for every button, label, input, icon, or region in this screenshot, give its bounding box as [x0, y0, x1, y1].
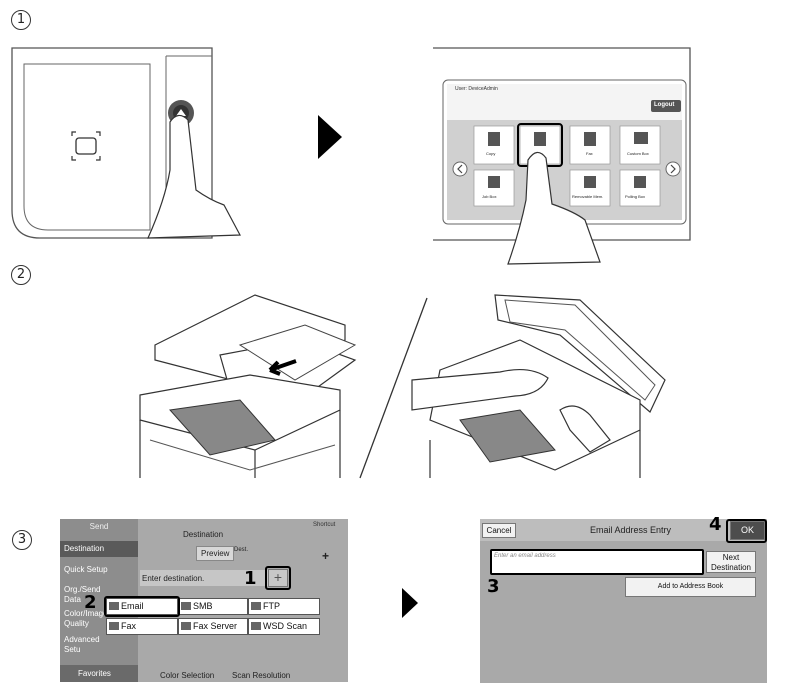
home-logout-button[interactable]: Logout: [654, 102, 675, 108]
ok-button[interactable]: OK: [730, 521, 765, 540]
email-entry-panel: Cancel Email Address Entry OK Enter an e…: [480, 519, 767, 683]
dest-label: Dest.: [234, 547, 249, 553]
menu-org-send-data[interactable]: Org./Send Data: [64, 585, 101, 604]
email-entry-title: Email Address Entry: [590, 525, 672, 535]
smb-icon: [181, 602, 191, 610]
color-selection-button[interactable]: Color Selection: [160, 671, 215, 680]
callout-2: 2: [84, 592, 97, 613]
step-number-3: 3: [12, 530, 32, 550]
add-shortcut-icon[interactable]: +: [322, 549, 330, 563]
next-destination-button[interactable]: Next Destination: [706, 551, 756, 573]
enter-destination-label: Enter destination.: [142, 574, 205, 583]
menu-send: Send: [89, 522, 109, 531]
ok-highlight: [726, 519, 767, 543]
tile-copy[interactable]: Copy: [486, 151, 496, 156]
send-screen-panel: Send Destination Quick Setup Org./Send D…: [60, 519, 348, 682]
menu-favorites[interactable]: Favorites: [60, 665, 138, 682]
wsd-scan-icon: [251, 622, 261, 630]
step-number-1: 1: [11, 10, 31, 30]
preview-button[interactable]: Preview: [196, 546, 235, 561]
tile-removable-memory[interactable]: Removable Mem.: [572, 194, 604, 199]
fax-icon: [109, 622, 119, 630]
scan-resolution-button[interactable]: Scan Resolution: [232, 671, 291, 680]
option-wsd-scan[interactable]: WSD Scan: [248, 618, 320, 635]
tile-custom-box[interactable]: Custom Box: [627, 151, 649, 156]
option-ftp[interactable]: FTP: [248, 598, 320, 615]
tile-polling-box[interactable]: Polling Box: [625, 194, 646, 199]
email-address-input[interactable]: Enter an email address: [494, 553, 556, 559]
email-highlight: [104, 596, 180, 617]
menu-advanced-setup[interactable]: Advanced Setu: [64, 635, 100, 654]
fax-server-icon: [181, 622, 191, 630]
menu-quick-setup[interactable]: Quick Setup: [64, 565, 108, 574]
destination-heading: Destination: [183, 530, 224, 539]
plus-highlight: [265, 566, 291, 590]
email-icon: [109, 602, 119, 610]
email-entry-topbar: [480, 519, 767, 541]
option-fax-server[interactable]: Fax Server: [178, 618, 248, 635]
callout-3: 3: [487, 576, 500, 597]
option-email[interactable]: Email: [106, 598, 178, 615]
ftp-icon: [251, 602, 261, 610]
add-to-address-book-button[interactable]: Add to Address Book: [625, 577, 756, 597]
step-number-2: 2: [11, 265, 31, 285]
step1-arrow-icon: [318, 115, 342, 159]
option-fax[interactable]: Fax: [106, 618, 178, 635]
step3-arrow-icon: [402, 588, 418, 618]
option-smb[interactable]: SMB: [178, 598, 248, 615]
menu-color-image-quality[interactable]: Color/Image Quality: [64, 609, 108, 628]
home-user-label: User: DeviceAdmin: [455, 86, 498, 92]
add-destination-plus-icon[interactable]: +: [268, 569, 288, 587]
callout-4: 4: [709, 514, 722, 535]
menu-destination[interactable]: Destination: [60, 541, 138, 557]
callout-1: 1: [244, 568, 257, 589]
shortcut-label: Shortcut: [313, 522, 336, 528]
cancel-button[interactable]: Cancel: [482, 523, 516, 538]
tile-job-box[interactable]: Job Box: [482, 194, 497, 199]
tile-fax[interactable]: Fax: [586, 151, 593, 156]
